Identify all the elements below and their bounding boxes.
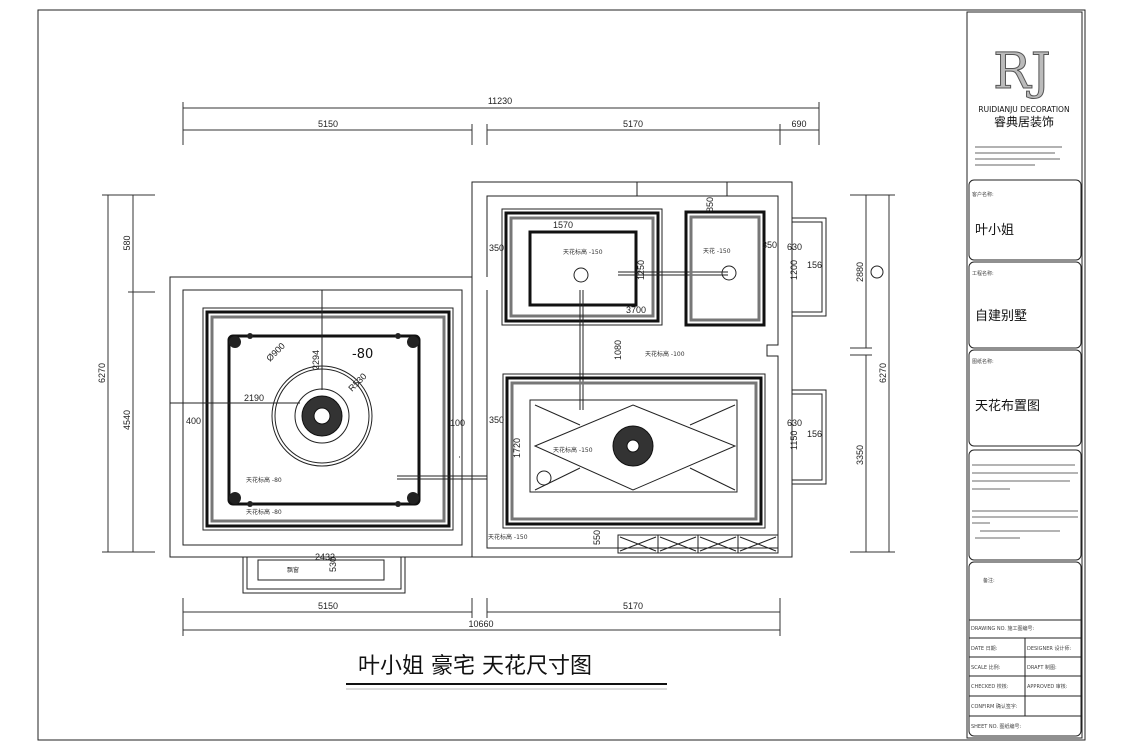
drawing-label: 图纸名称:: [972, 358, 994, 365]
window-156-b: 156: [807, 429, 822, 439]
scale-label: SCALE 比例:: [971, 664, 1001, 671]
living-diameter: Ø900: [264, 341, 287, 364]
company-address-lines: [975, 146, 1062, 166]
ceiling-light-icon: [573, 267, 589, 283]
hall-note: 天花标高 -100: [645, 350, 685, 358]
dim-top-total: 11230: [488, 96, 512, 106]
window-630-b: 630: [787, 418, 802, 428]
project-value: 自建别墅: [975, 309, 1027, 324]
dim-top-left: 5150: [318, 119, 338, 129]
window-1150: 1150: [789, 431, 799, 450]
dim-bottom-left: 5150: [318, 601, 338, 611]
dim-left-top: 580: [122, 235, 132, 250]
ornament-corners: [229, 333, 419, 507]
living-room-ceiling: [169, 276, 487, 594]
drawing-value: 天花布置图: [975, 398, 1040, 414]
ceiling-light-icon: [536, 470, 552, 486]
dimension-lines: [102, 102, 895, 636]
room2-note: 天花 -150: [703, 247, 731, 255]
sheet-no-label: SHEET NO. 图纸编号:: [971, 723, 1022, 730]
lower-note: 天花标高 -150: [553, 446, 593, 454]
room2-850: 850: [705, 197, 715, 212]
living-note: 天花标高 -80: [246, 476, 282, 484]
dim-left-main: 4540: [122, 410, 132, 430]
living-note-2: 天花标高 -80: [246, 508, 282, 516]
drawing-no-label: DRAWING NO. 施工图编号:: [971, 625, 1035, 632]
dining-height: 1250: [636, 260, 646, 280]
dim-bottom-total: 10660: [468, 619, 493, 629]
window-630-a: 630: [787, 242, 802, 252]
dim-3700: 3700: [626, 305, 646, 315]
dim-right-top: 2880: [855, 262, 865, 282]
date-label: DATE 日期:: [971, 646, 998, 652]
cabinets: [617, 534, 779, 554]
title-block-frame: [966, 11, 1083, 739]
dim-left-total: 6270: [97, 363, 107, 383]
company-name-cn: 睿典居装饰: [994, 114, 1054, 129]
drawing-title: 叶小姐 豪宅 天花尺寸图: [358, 654, 592, 679]
right-rooms-ceiling: [459, 181, 827, 558]
living-width: 2190: [244, 393, 264, 403]
lower-350: 350: [489, 415, 504, 425]
client-label: 客户名称:: [972, 191, 994, 198]
sheet-border: [37, 9, 1086, 741]
bay-530: 530: [328, 557, 338, 572]
dining-350: 350: [489, 243, 504, 253]
lower-550: 550: [592, 530, 602, 545]
lower-height: 1720: [512, 438, 522, 458]
dim-right-bottom: 3350: [855, 445, 865, 465]
dining-width: 1570: [553, 220, 573, 230]
project-label: 工程名称:: [972, 270, 994, 277]
lower-note-2: 天花标高 -150: [488, 533, 528, 541]
notes-text-lines: [972, 464, 1078, 539]
company-logo: RJ: [993, 42, 1051, 100]
ceiling-light-icon: [721, 265, 737, 281]
section-marker-icon: [870, 265, 884, 279]
living-height: 2294: [311, 350, 321, 370]
approved-label: APPROVED 审核:: [1027, 683, 1068, 690]
draft-label: DRAFT 制图:: [1027, 664, 1057, 671]
dining-note: 天花标高 -150: [563, 248, 603, 256]
designer-label: DESIGNER 设计师:: [1027, 645, 1071, 652]
dim-top-mid: 5170: [623, 119, 643, 129]
confirm-label: CONFIRM 确认签字:: [971, 703, 1018, 710]
living-100: 100: [450, 418, 465, 428]
bay-2432: 2432: [315, 552, 335, 562]
notes-label: 备注:: [983, 577, 995, 584]
company-name-en: RUIDIANJU DECORATION: [978, 105, 1069, 114]
checked-label: CHECKED 校核:: [971, 683, 1009, 690]
hall-1080: 1080: [613, 340, 623, 360]
client-value: 叶小姐: [975, 223, 1014, 238]
dim-top-right: 690: [791, 119, 806, 129]
living-offset-label: -80: [352, 347, 373, 362]
bay-note: 飘窗: [287, 566, 299, 574]
dim-bottom-right: 5170: [623, 601, 643, 611]
title-block: RJ RUIDIANJU DECORATION 睿典居装饰 客户名称: 叶小姐 …: [968, 42, 1082, 737]
window-156-a: 156: [807, 260, 822, 270]
dim-right-total: 6270: [878, 363, 888, 383]
window-1200: 1200: [789, 260, 799, 280]
living-400: 400: [186, 416, 201, 426]
room2-350: 350: [762, 240, 777, 250]
